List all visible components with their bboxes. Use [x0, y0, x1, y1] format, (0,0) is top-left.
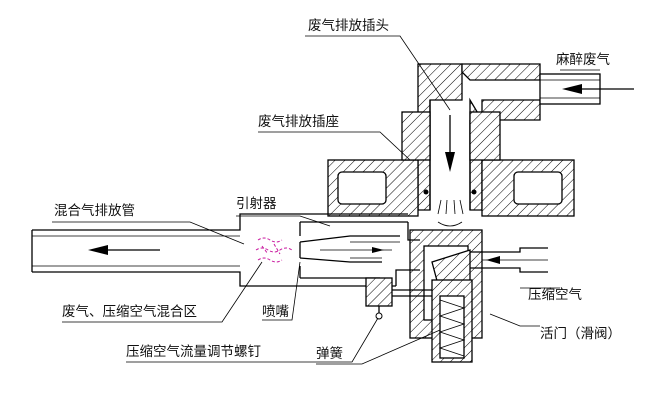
flow-adjust-screw	[365, 277, 432, 320]
compressed-air-inlet	[395, 222, 548, 286]
ejector	[299, 221, 408, 279]
outflow-arrow	[88, 245, 160, 255]
label-exhaust-socket: 废气排放插座	[258, 114, 339, 130]
label-valve: 活门（滑阀）	[540, 326, 621, 342]
dispersion-arrows	[437, 199, 464, 227]
inflow-arrow	[562, 84, 634, 94]
label-ejector: 引射器	[236, 196, 277, 212]
valve-housing	[409, 229, 483, 363]
mixing-zone-marks	[255, 237, 293, 263]
label-exhaust-plug: 废气排放插头	[308, 18, 389, 34]
label-compressed-air: 压缩空气	[528, 287, 582, 303]
label-mixing-zone: 废气、压缩空气混合区	[62, 304, 197, 320]
label-mixed-gas-pipe: 混合气排放管	[54, 203, 135, 219]
leader-lines	[52, 35, 600, 365]
downflow-arrow	[445, 115, 455, 172]
label-nozzle: 喷嘴	[262, 304, 289, 320]
mixed-gas-pipe	[31, 213, 408, 287]
label-flow-screw: 压缩空气流量调节螺钉	[126, 344, 261, 360]
exhaust-socket	[327, 111, 575, 217]
label-spring: 弹簧	[316, 346, 343, 362]
label-anesthetic-exhaust: 麻醉废气	[556, 52, 610, 68]
